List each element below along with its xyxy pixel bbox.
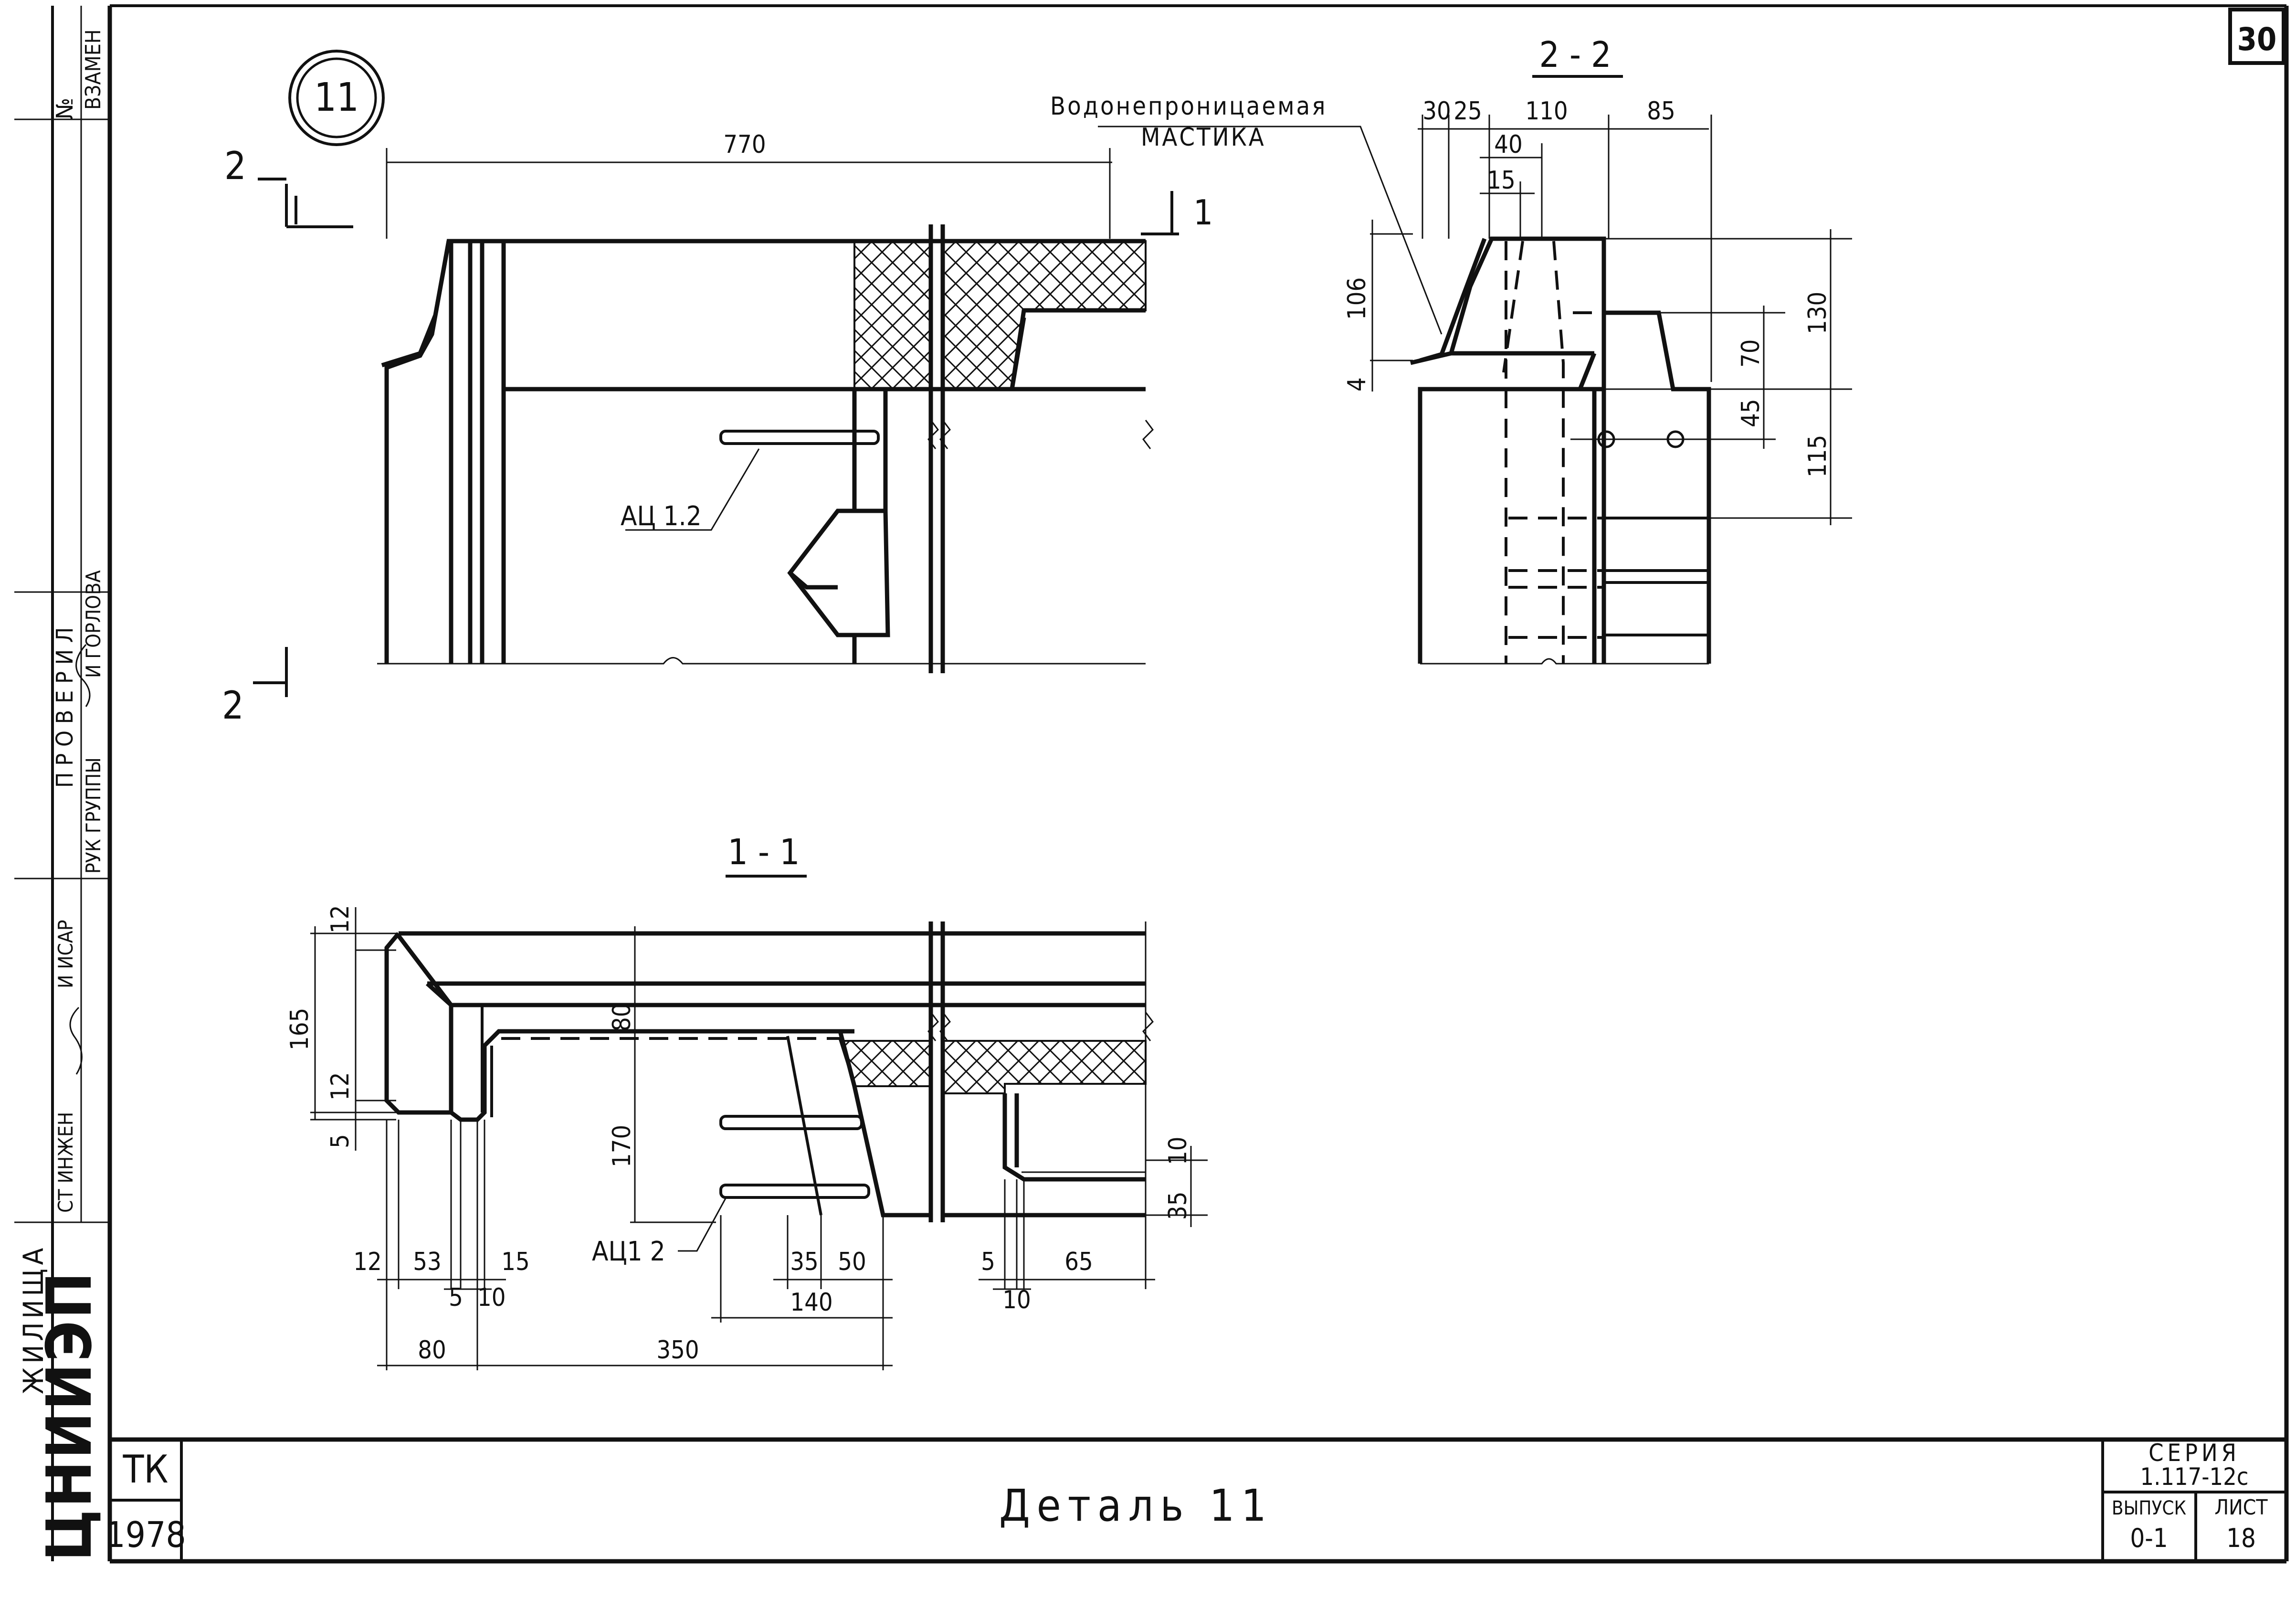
s11-dim-b53: 53 [413, 1248, 442, 1276]
plan-view: 2 2 1 770 [222, 130, 1213, 728]
s22-dim-110: 110 [1525, 97, 1568, 126]
series-label: СЕРИЯ [2149, 1439, 2240, 1467]
section-2-2: 2 - 2 Водонепроницаемая МАСТИКА 30 25 11… [1050, 34, 1852, 665]
sheet-number-box: 30 [2228, 8, 2285, 65]
sheet-number: 30 [2237, 21, 2277, 58]
side-stamp: № ВЗАМЕН П Р О В Е Р И Л РУК ГРУППЫ И ГО… [14, 6, 110, 1561]
s22-dim-130: 130 [1803, 292, 1832, 334]
s22-dim-106: 106 [1343, 277, 1371, 320]
s11-dim-12a: 12 [326, 905, 355, 933]
stamp-group-head-label: РУК ГРУППЫ [82, 757, 105, 874]
detail-marker: 11 [288, 50, 385, 146]
s11-dim-c140: 140 [790, 1288, 832, 1317]
s22-dim-40: 40 [1494, 130, 1523, 159]
stamp-engineer-name: И ИСАР [54, 920, 77, 988]
sheet-value: 18 [2226, 1523, 2256, 1553]
cut-2-top-label: 2 [224, 144, 246, 188]
stamp-engineer-label: СТ ИНЖЕН [54, 1112, 77, 1213]
stamp-no-label: № [52, 98, 78, 119]
title-code: ТК [122, 1447, 168, 1492]
s11-dim-5: 5 [326, 1134, 355, 1148]
issue-value: 0-1 [2130, 1523, 2168, 1553]
s11-dim-d80: 80 [418, 1336, 446, 1365]
sheet-label: ЛИСТ [2214, 1495, 2268, 1520]
s22-dim-115: 115 [1803, 435, 1832, 477]
s22-dim-45: 45 [1737, 399, 1765, 427]
s11-rebar-label: АЦ1 2 [592, 1236, 665, 1267]
section-2-2-note-line1: Водонепроницаемая [1050, 92, 1327, 121]
stamp-signature-1 [75, 644, 91, 707]
s22-dim-4: 4 [1343, 377, 1371, 392]
s22-dim-85: 85 [1647, 97, 1675, 126]
s11-dim-c10: 10 [477, 1283, 506, 1312]
stamp-org-name: ЦНИИЭП [33, 1270, 105, 1561]
cut-2-bottom-label: 2 [222, 683, 244, 728]
detail-marker-number: 11 [314, 75, 359, 120]
s22-dim-70: 70 [1737, 339, 1765, 368]
s11-dim-170: 170 [608, 1125, 636, 1167]
plan-rebar-label: АЦ 1.2 [621, 501, 702, 532]
s11-dim-12b: 12 [326, 1072, 355, 1101]
drawing-title: Деталь 11 [999, 1480, 1273, 1531]
s11-dim-165: 165 [285, 1008, 314, 1050]
stamp-checked-label: П Р О В Е Р И Л [52, 627, 78, 788]
section-1-1-title: 1 - 1 [728, 832, 800, 873]
s11-dim-10: 10 [1164, 1136, 1192, 1165]
s11-dim-b12: 12 [353, 1248, 382, 1276]
cut-1-label: 1 [1193, 192, 1213, 233]
s22-dim-30: 30 [1422, 97, 1451, 126]
s11-dim-d350: 350 [656, 1336, 699, 1365]
s11-dim-b50: 50 [838, 1248, 866, 1276]
sheet-frame [107, 4, 2289, 1564]
stamp-replace-label: ВЗАМЕН [81, 29, 105, 110]
stamp-group-head-name: И ГОРЛОВА [82, 570, 105, 678]
s11-dim-b65: 65 [1064, 1248, 1093, 1276]
title-block: ТК 1978 Деталь 11 СЕРИЯ 1.117-12с ВЫПУСК… [105, 1439, 2268, 1556]
s11-dim-80: 80 [608, 1003, 636, 1031]
title-year: 1978 [105, 1514, 186, 1556]
plan-width-dim: 770 [723, 130, 766, 159]
s11-dim-b5r: 5 [981, 1248, 995, 1276]
s11-dim-35: 35 [1164, 1191, 1192, 1220]
s22-dim-15: 15 [1487, 166, 1516, 195]
issue-label: ВЫПУСК [2112, 1497, 2186, 1519]
stamp-signature-2 [69, 1006, 83, 1075]
s11-dim-b15: 15 [501, 1248, 530, 1276]
s11-dim-b35: 35 [790, 1248, 819, 1276]
s22-dim-25: 25 [1453, 97, 1482, 126]
section-2-2-title: 2 - 2 [1539, 34, 1611, 75]
stamp-org-sub: ЖИЛИЩА [17, 1244, 50, 1394]
section-1-1: 1 - 1 АЦ1 2 [285, 832, 1208, 1370]
s11-dim-c10r: 10 [1002, 1286, 1031, 1314]
section-2-2-note-line2: МАСТИКА [1141, 123, 1266, 152]
plan-rebar-bar [719, 430, 880, 445]
s11-dim-c5: 5 [449, 1283, 463, 1312]
series-value: 1.117-12с [2140, 1463, 2249, 1491]
